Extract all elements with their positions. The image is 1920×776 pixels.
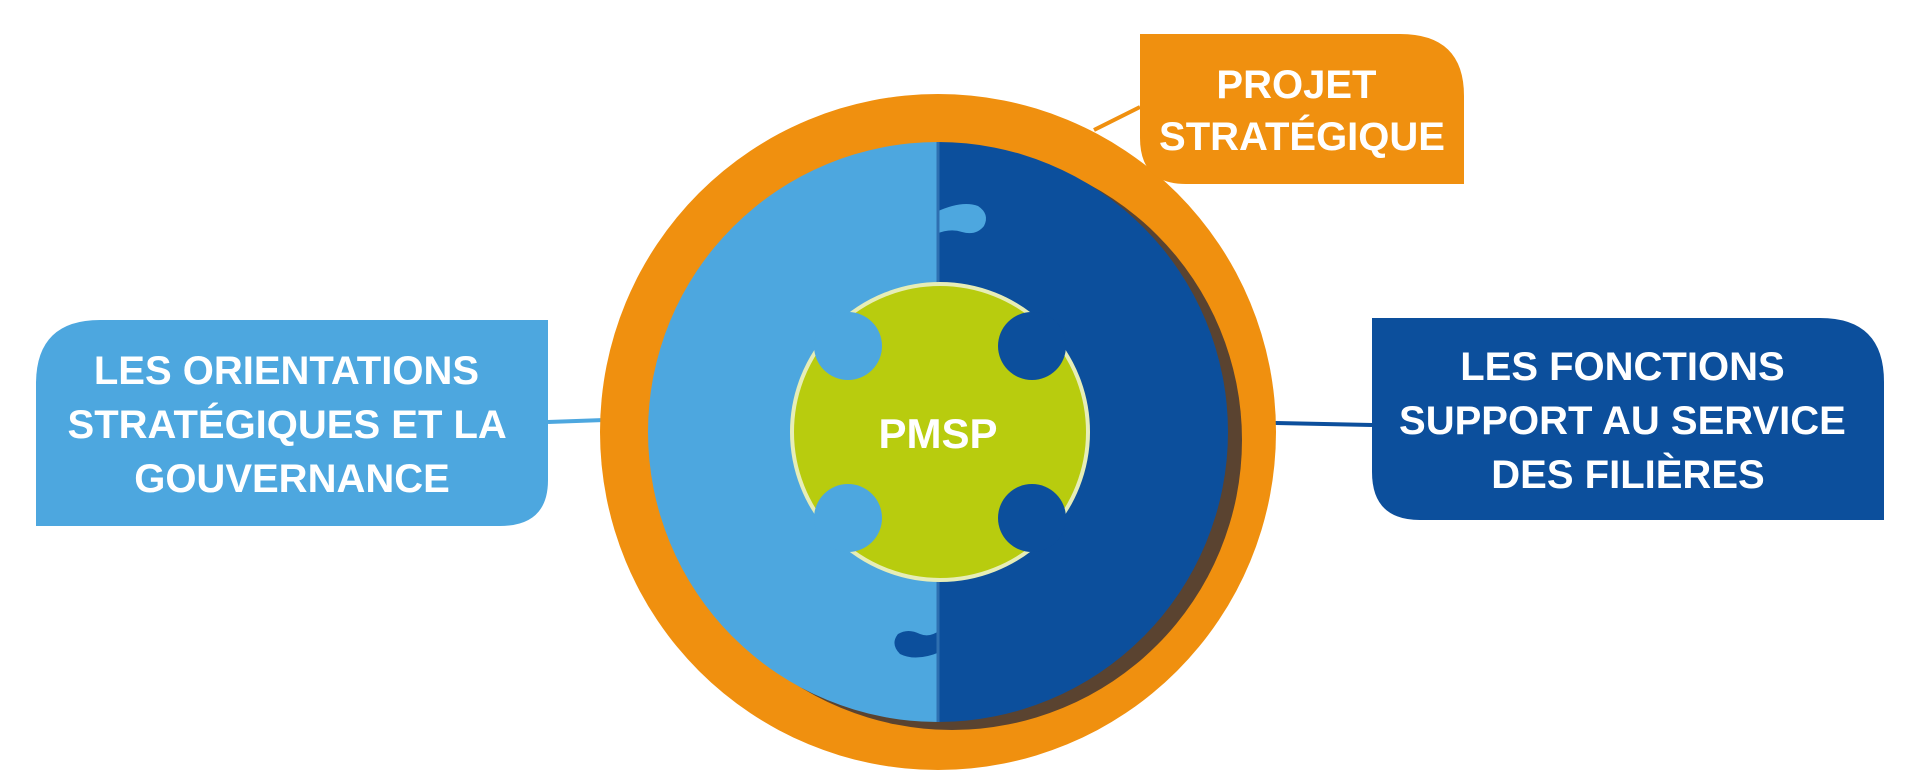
callout-left-box xyxy=(36,320,548,526)
callout-left-line-3: GOUVERNANCE xyxy=(134,457,450,501)
callout-right-line-3: DES FILIÈRES xyxy=(1491,452,1764,497)
callout-right-line-2: SUPPORT AU SERVICE xyxy=(1399,399,1846,443)
callout-left-text: LES ORIENTATIONS STRATÉGIQUES ET LA GOUV… xyxy=(68,349,517,501)
center-label: PMSP xyxy=(878,410,997,457)
callout-top-right-box xyxy=(1140,34,1464,184)
callout-left-line-1: LES ORIENTATIONS xyxy=(94,349,479,393)
callout-right-text: LES FONCTIONS SUPPORT AU SERVICE DES FIL… xyxy=(1399,345,1857,497)
callout-right-line-1: LES FONCTIONS xyxy=(1460,345,1784,389)
connector-top-right xyxy=(1093,105,1141,132)
callout-top-right-line-1: PROJET xyxy=(1216,63,1376,107)
callout-right-box xyxy=(1372,318,1884,520)
puzzle-tab-top xyxy=(936,192,986,234)
callout-top-right-line-2: STRATÉGIQUE xyxy=(1159,114,1445,159)
callout-top-right-text: PROJET STRATÉGIQUE xyxy=(1159,63,1445,159)
center-puzzle-piece xyxy=(790,282,1090,582)
callout-left-line-2: STRATÉGIQUES ET LA xyxy=(68,402,506,447)
puzzle-tab-bottom xyxy=(894,630,940,658)
